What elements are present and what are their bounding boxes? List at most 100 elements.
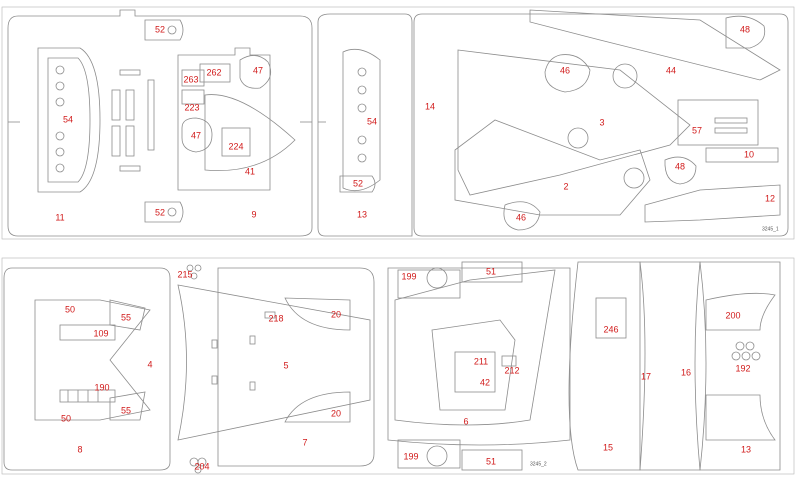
part-11-9-outline [7,9,313,237]
label-192: 192 [735,363,750,373]
part-48b [664,156,697,185]
slot [111,125,121,157]
part-54-inner [47,57,91,183]
hole [357,85,367,95]
part-15 [568,261,641,471]
label-199: 199 [401,271,416,281]
label-11: 11 [55,212,64,222]
label-41: 41 [245,166,255,176]
slot [119,165,141,172]
slot [111,89,121,121]
label-42: 42 [480,377,490,387]
part-3 [457,49,691,196]
label-4: 4 [147,359,152,369]
label-9: 9 [251,209,256,219]
part-192-disc [745,341,755,351]
label-47: 47 [191,130,201,140]
hole [55,65,65,75]
part-192-disc [735,341,745,351]
label-2: 2 [563,181,568,191]
hole [357,135,367,145]
label-47: 47 [253,65,263,75]
part-14-outline [413,13,789,237]
hole [567,127,589,149]
part-199a [397,269,461,299]
hole [55,163,65,173]
part-6-inner [431,319,516,411]
label-20: 20 [331,408,341,418]
part-192-disc [741,351,751,361]
top-sheet-border [1,6,795,240]
label-109: 109 [93,328,108,338]
label-13: 13 [357,209,367,219]
part-10 [705,147,779,163]
part-9-arc [204,94,296,171]
part-212 [501,355,517,367]
part-52b [144,201,184,223]
slot [119,69,141,76]
bottom-sheet-border [1,257,795,475]
slot [249,335,256,345]
part-13a [317,13,413,237]
label-52: 52 [155,207,165,217]
part-262 [199,63,231,83]
bottom-sheet: 3245_2 [1,257,795,475]
slot [249,381,256,391]
part-12 [644,184,781,223]
label-46: 46 [516,212,526,222]
part-20b [284,391,351,423]
slot [714,117,748,124]
part-9 [177,47,271,191]
part-47b [181,117,213,153]
label-52: 52 [155,24,165,34]
part-51b [461,449,523,471]
part-44 [529,9,781,81]
label-20: 20 [331,309,341,319]
label-52: 52 [353,178,363,188]
label-223: 223 [184,102,199,112]
label-16: 16 [681,367,691,377]
part-51a [461,261,523,283]
part-55a [109,299,146,331]
part-13b-inner [705,394,776,441]
part-215-disc [194,264,202,272]
label-12: 12 [765,193,775,203]
hole [426,267,448,289]
part-8 [3,267,171,471]
label-51: 51 [486,456,496,466]
part-190 [59,389,116,403]
part-54-frame [37,47,101,193]
part-192-disc [731,351,741,361]
label-50: 50 [65,304,75,314]
part-199b [397,439,461,469]
label-262: 262 [206,67,221,77]
part-52a [144,19,184,41]
label-55: 55 [121,405,131,415]
part-204-disc [197,457,207,467]
hole [55,81,65,91]
label-190: 190 [94,382,109,392]
part-215-disc [186,264,194,272]
label-14: 14 [425,101,435,111]
label-57: 57 [692,125,702,135]
part-223 [181,89,205,105]
label-48: 48 [675,161,685,171]
label-15: 15 [603,442,613,452]
part-46a [544,54,591,93]
label-17: 17 [641,371,651,381]
label-48: 48 [740,24,750,34]
part-47a [239,55,272,89]
part-215-disc [190,272,198,280]
label-246: 246 [603,324,618,334]
slot [211,339,218,349]
label-10: 10 [744,149,754,159]
label-46: 46 [560,65,570,75]
label-224: 224 [228,141,243,151]
part-54b [342,48,381,192]
label-5: 5 [283,360,288,370]
label-54: 54 [63,114,73,124]
label-3: 3 [599,117,604,127]
part-57 [677,99,759,146]
